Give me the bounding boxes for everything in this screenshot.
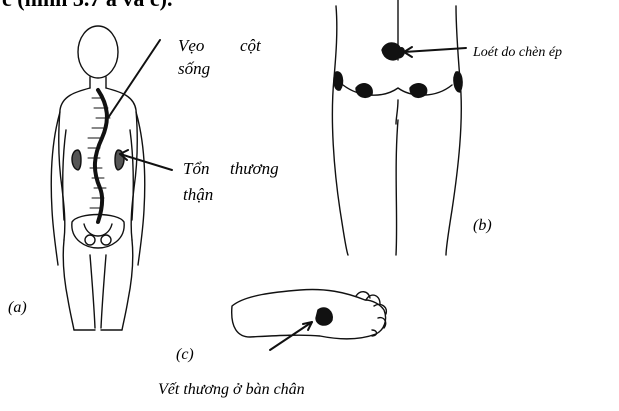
foot-figure	[232, 289, 387, 338]
kidney-pointer-arrow	[120, 154, 172, 170]
spine-label-line-2: sống	[178, 59, 210, 79]
pressure-ulcer-right-buttock	[410, 84, 427, 98]
pressure-ulcer-left-buttock	[356, 84, 372, 98]
buttocks-figure	[332, 0, 461, 255]
spine-pointer-arrow	[108, 40, 160, 118]
body-head	[78, 26, 118, 78]
foot-wound-label: Vết thương ở bàn chân	[158, 380, 305, 400]
spine-label-word-1: Vẹo	[178, 36, 204, 56]
spine	[88, 90, 110, 222]
foot-wound	[316, 308, 332, 325]
panel-a-caption: (a)	[8, 298, 27, 318]
panel-b-caption: (b)	[473, 216, 492, 236]
pressure-ulcer-right-hip	[454, 72, 462, 92]
kidney-label-line-2: thận	[183, 185, 213, 205]
kidney-label-word-1: Tổn	[183, 159, 209, 179]
ulcer-pointer-arrow	[404, 48, 466, 52]
pressure-ulcer-label: Loét do chèn ép	[473, 43, 562, 63]
panel-c-caption: (c)	[176, 345, 194, 365]
pressure-ulcer-sacrum	[382, 43, 404, 60]
kidney-label-word-2: thương	[230, 159, 279, 179]
pressure-ulcer-left-hip	[334, 72, 343, 90]
spine-label-word-2: cột	[240, 36, 261, 56]
